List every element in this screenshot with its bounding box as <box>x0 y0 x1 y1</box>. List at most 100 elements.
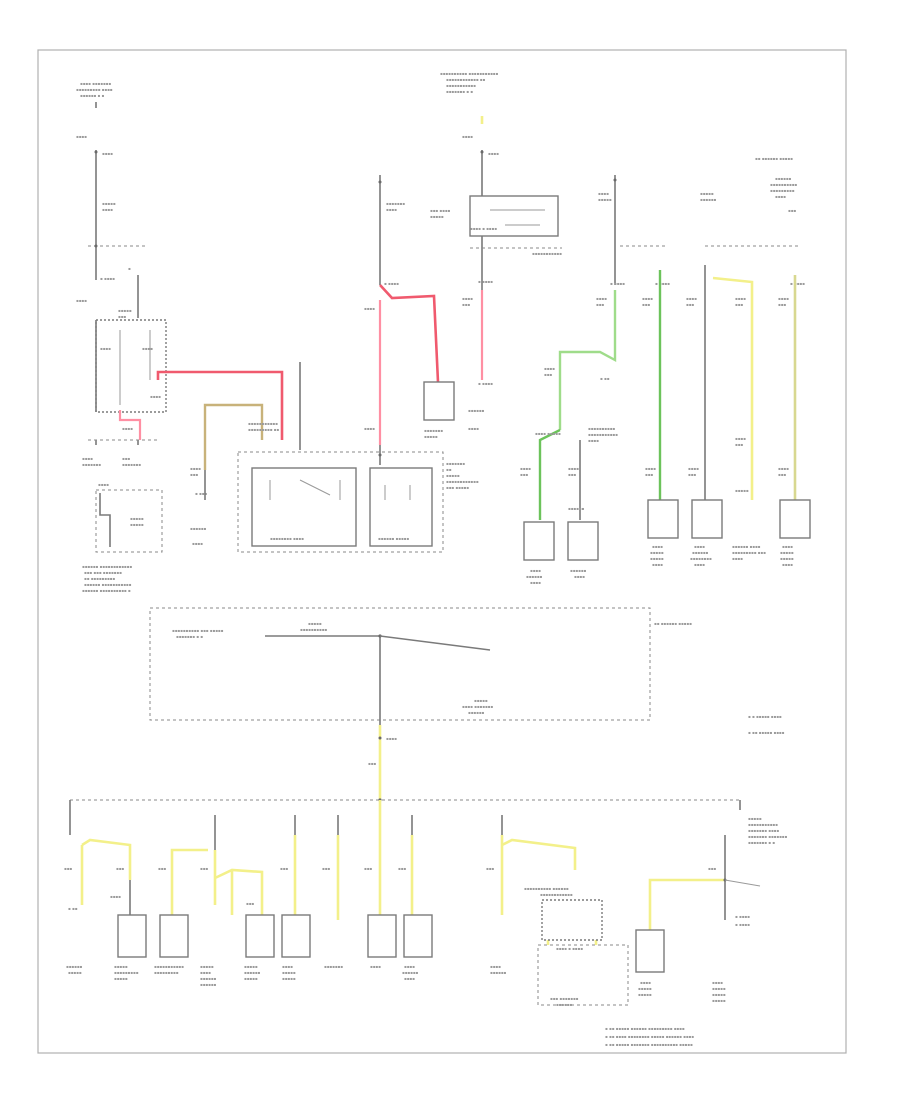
svg-text:▪▪▪: ▪▪▪ <box>708 866 716 871</box>
svg-text:▪▪▪▪▪: ▪▪▪▪▪ <box>282 970 296 975</box>
svg-text:▪▪▪▪▪▪▪▪ ▪▪▪▪: ▪▪▪▪▪▪▪▪ ▪▪▪▪ <box>270 536 304 541</box>
svg-text:▪▪▪▪: ▪▪▪▪ <box>530 568 541 573</box>
svg-text:▪▪▪▪: ▪▪▪▪ <box>735 296 746 301</box>
left-control-module: ▪▪▪▪ ▪▪▪▪▪ ▪▪▪▪▪ ▪▪▪▪▪▪ ▪▪▪▪▪▪▪▪▪▪▪▪ ▪▪▪… <box>82 482 163 593</box>
svg-text:▪▪▪▪: ▪▪▪▪ <box>712 980 723 985</box>
svg-text:▪▪▪▪▪▪▪ ▪ ▪: ▪▪▪▪▪▪▪ ▪ ▪ <box>446 89 473 94</box>
svg-text:▪▪▪▪▪▪▪▪▪▪▪: ▪▪▪▪▪▪▪▪▪▪▪ <box>154 964 184 969</box>
svg-text:▪▪▪▪▪▪▪: ▪▪▪▪▪▪▪ <box>446 461 465 466</box>
svg-text:▪▪▪▪▪: ▪▪▪▪▪ <box>712 992 726 997</box>
svg-text:▪▪▪▪▪▪: ▪▪▪▪▪▪ <box>468 710 485 715</box>
svg-text:▪▪▪▪▪: ▪▪▪▪▪ <box>650 556 664 561</box>
svg-text:▪▪▪▪▪▪▪▪▪▪▪▪: ▪▪▪▪▪▪▪▪▪▪▪▪ <box>540 892 573 897</box>
svg-text:▪▪▪▪▪▪: ▪▪▪▪▪▪ <box>692 550 709 555</box>
svg-text:▪▪▪▪: ▪▪▪▪ <box>544 366 555 371</box>
svg-text:▪▪▪ ▪▪▪▪▪▪▪: ▪▪▪ ▪▪▪▪▪▪▪ <box>550 996 579 1001</box>
svg-text:▪ ▪▪▪▪: ▪ ▪▪▪▪ <box>384 281 399 286</box>
svg-text:▪ ▪ ▪▪▪▪▪ ▪▪▪▪: ▪ ▪ ▪▪▪▪▪ ▪▪▪▪ <box>748 714 782 719</box>
svg-text:▪▪▪▪ ▪▪▪▪▪▪▪: ▪▪▪▪ ▪▪▪▪▪▪▪ <box>462 704 493 709</box>
svg-text:▪▪▪: ▪▪▪ <box>398 866 406 871</box>
svg-text:▪▪▪▪▪: ▪▪▪▪▪ <box>244 976 258 981</box>
svg-text:▪▪▪▪▪▪▪▪▪: ▪▪▪▪▪▪▪▪▪ <box>770 188 795 193</box>
svg-text:▪▪▪▪▪▪▪▪▪ ▪▪: ▪▪▪▪▪▪▪▪▪ ▪▪ <box>248 427 279 432</box>
svg-text:▪▪▪▪: ▪▪▪▪ <box>102 151 113 156</box>
svg-text:▪▪▪▪▪▪ ▪ ▪: ▪▪▪▪▪▪ ▪ ▪ <box>80 93 105 98</box>
svg-text:▪▪▪ ▪▪▪▪▪: ▪▪▪ ▪▪▪▪▪ <box>446 485 469 490</box>
svg-text:▪▪▪▪▪: ▪▪▪▪▪ <box>748 816 762 821</box>
svg-text:▪▪▪▪▪▪▪ ▪▪▪▪: ▪▪▪▪▪▪▪ ▪▪▪▪ <box>748 828 779 833</box>
svg-text:▪▪▪▪: ▪▪▪▪ <box>598 191 609 196</box>
svg-text:▪▪▪▪▪: ▪▪▪▪▪ <box>598 197 612 202</box>
svg-text:▪▪▪▪▪▪▪ ▪ ▪: ▪▪▪▪▪▪▪ ▪ ▪ <box>176 634 203 639</box>
svg-text:▪: ▪ <box>128 266 131 271</box>
svg-text:▪▪▪▪▪▪ ▪▪▪▪▪▪▪▪▪▪▪▪: ▪▪▪▪▪▪ ▪▪▪▪▪▪▪▪▪▪▪▪ <box>82 564 132 569</box>
svg-text:▪▪▪▪▪▪▪▪▪: ▪▪▪▪▪▪▪▪▪ <box>114 970 139 975</box>
svg-text:▪▪▪: ▪▪▪ <box>368 761 376 766</box>
svg-text:▪▪▪▪: ▪▪▪▪ <box>462 134 473 139</box>
svg-text:▪▪▪▪▪▪: ▪▪▪▪▪▪ <box>556 1002 573 1007</box>
svg-text:▪▪▪▪▪: ▪▪▪▪▪ <box>474 698 488 703</box>
svg-text:▪▪▪: ▪▪▪ <box>688 472 696 477</box>
svg-text:▪ ▪▪▪▪: ▪ ▪▪▪▪ <box>735 922 750 927</box>
red-wire-left <box>156 370 284 440</box>
svg-text:▪▪▪▪: ▪▪▪▪ <box>82 456 93 461</box>
svg-text:▪▪▪▪▪▪▪▪▪: ▪▪▪▪▪▪▪▪▪ <box>154 970 179 975</box>
svg-text:▪▪▪▪▪: ▪▪▪▪▪ <box>424 434 438 439</box>
svg-text:▪▪▪▪▪: ▪▪▪▪▪ <box>102 201 116 206</box>
svg-text:▪▪▪: ▪▪▪ <box>116 866 124 871</box>
svg-text:▪▪▪▪: ▪▪▪▪ <box>404 976 415 981</box>
svg-text:▪▪▪▪: ▪▪▪▪ <box>778 466 789 471</box>
svg-text:▪▪▪▪▪▪: ▪▪▪▪▪▪ <box>570 568 587 573</box>
svg-text:▪▪▪: ▪▪▪ <box>788 208 796 213</box>
svg-text:▪▪▪▪▪▪▪▪: ▪▪▪▪▪▪▪▪ <box>690 556 712 561</box>
svg-text:▪▪▪▪▪: ▪▪▪▪▪ <box>118 308 132 313</box>
svg-text:▪▪▪▪▪▪: ▪▪▪▪▪▪ <box>526 574 543 579</box>
svg-text:▪▪▪▪: ▪▪▪▪ <box>642 296 653 301</box>
svg-text:▪ ▪▪ ▪▪▪▪ ▪▪▪▪▪▪▪▪ ▪▪▪▪▪ ▪▪▪▪▪: ▪ ▪▪ ▪▪▪▪ ▪▪▪▪▪▪▪▪ ▪▪▪▪▪ ▪▪▪▪▪▪ ▪▪▪▪ <box>605 1034 694 1039</box>
svg-text:▪▪▪▪▪▪: ▪▪▪▪▪▪ <box>402 970 419 975</box>
svg-text:▪▪▪: ▪▪▪ <box>642 302 650 307</box>
svg-text:▪▪▪▪: ▪▪▪▪ <box>468 426 479 431</box>
svg-text:▪▪▪▪: ▪▪▪▪ <box>98 482 109 487</box>
svg-text:▪▪▪: ▪▪▪ <box>520 472 528 477</box>
svg-text:▪▪▪▪ ▪▪▪▪▪: ▪▪▪▪ ▪▪▪▪▪ <box>535 431 561 436</box>
svg-text:▪▪▪: ▪▪▪ <box>280 866 288 871</box>
svg-text:▪▪▪▪▪: ▪▪▪▪▪ <box>638 992 652 997</box>
svg-text:▪▪▪▪▪▪▪: ▪▪▪▪▪▪▪ <box>386 201 405 206</box>
svg-text:▪▪▪: ▪▪▪ <box>64 866 72 871</box>
svg-text:▪▪▪: ▪▪▪ <box>596 302 604 307</box>
svg-text:▪▪▪▪▪: ▪▪▪▪▪ <box>650 550 664 555</box>
svg-text:▪▪▪: ▪▪▪ <box>158 866 166 871</box>
svg-text:▪▪▪▪▪: ▪▪▪▪▪ <box>700 191 714 196</box>
svg-text:▪▪▪▪: ▪▪▪▪ <box>778 296 789 301</box>
center-supply: ▪▪▪▪▪▪▪▪▪▪ ▪▪▪▪▪▪▪▪▪▪▪ ▪▪▪▪▪▪▪▪▪▪▪▪ ▪▪ ▪… <box>430 71 562 431</box>
svg-text:▪▪▪ ▪▪▪ ▪▪▪▪▪▪▪: ▪▪▪ ▪▪▪ ▪▪▪▪▪▪▪ <box>84 570 122 575</box>
left-supply-column: ▪▪▪▪ ▪▪▪▪▪▪▪ ▪▪▪▪▪▪▪▪▪ ▪▪▪▪ ▪▪▪▪▪▪ ▪ ▪ ▪… <box>76 81 167 467</box>
svg-text:▪▪▪▪: ▪▪▪▪ <box>645 466 656 471</box>
svg-text:▪▪▪: ▪▪▪ <box>735 442 743 447</box>
svg-text:▪▪▪▪▪▪▪: ▪▪▪▪▪▪▪ <box>324 964 343 969</box>
svg-text:▪▪▪▪: ▪▪▪▪ <box>652 544 663 549</box>
svg-text:▪▪▪▪: ▪▪▪▪ <box>386 207 397 212</box>
svg-text:▪▪▪▪: ▪▪▪▪ <box>732 556 743 561</box>
svg-text:▪▪▪▪▪▪: ▪▪▪▪▪▪ <box>200 982 217 987</box>
svg-text:▪▪▪▪▪▪: ▪▪▪▪▪▪ <box>775 176 792 181</box>
svg-text:▪▪▪: ▪▪▪ <box>486 866 494 871</box>
svg-text:▪▪▪▪ ▪▪▪▪▪▪▪: ▪▪▪▪ ▪▪▪▪▪▪▪ <box>80 81 111 86</box>
svg-text:▪ ▪▪▪▪: ▪ ▪▪▪▪ <box>478 381 493 386</box>
svg-text:▪▪▪▪▪▪▪▪▪▪: ▪▪▪▪▪▪▪▪▪▪ <box>588 426 615 431</box>
svg-text:▪ ▪▪ ▪▪▪▪▪ ▪▪▪▪▪▪▪ ▪▪▪▪▪▪▪▪▪▪: ▪ ▪▪ ▪▪▪▪▪ ▪▪▪▪▪▪▪ ▪▪▪▪▪▪▪▪▪▪ ▪▪▪▪▪ <box>605 1042 693 1047</box>
svg-text:▪▪▪: ▪▪▪ <box>462 302 470 307</box>
svg-text:▪▪▪▪▪: ▪▪▪▪▪ <box>114 976 128 981</box>
svg-text:▪▪▪▪▪▪ ▪▪▪▪: ▪▪▪▪▪▪ ▪▪▪▪ <box>732 544 761 549</box>
svg-text:▪ ▪▪▪▪: ▪ ▪▪▪▪ <box>478 279 493 284</box>
svg-text:▪▪▪▪: ▪▪▪▪ <box>370 964 381 969</box>
svg-text:▪▪▪: ▪▪▪ <box>778 472 786 477</box>
svg-text:▪▪▪▪: ▪▪▪▪ <box>652 562 663 567</box>
svg-text:▪ ▪▪▪▪: ▪ ▪▪▪▪ <box>790 281 805 286</box>
svg-text:▪▪▪▪▪▪▪▪▪ ▪▪▪▪: ▪▪▪▪▪▪▪▪▪ ▪▪▪▪ <box>76 87 113 92</box>
svg-text:▪▪▪▪▪▪: ▪▪▪▪▪▪ <box>66 964 83 969</box>
yellow-trunk: ▪▪▪▪ ▪▪▪ <box>70 725 740 802</box>
svg-text:▪▪▪▪▪▪▪▪▪ ▪▪▪: ▪▪▪▪▪▪▪▪▪ ▪▪▪ <box>732 550 766 555</box>
svg-text:▪▪▪▪▪▪▪▪▪▪▪▪ ▪▪: ▪▪▪▪▪▪▪▪▪▪▪▪ ▪▪ <box>446 77 486 82</box>
